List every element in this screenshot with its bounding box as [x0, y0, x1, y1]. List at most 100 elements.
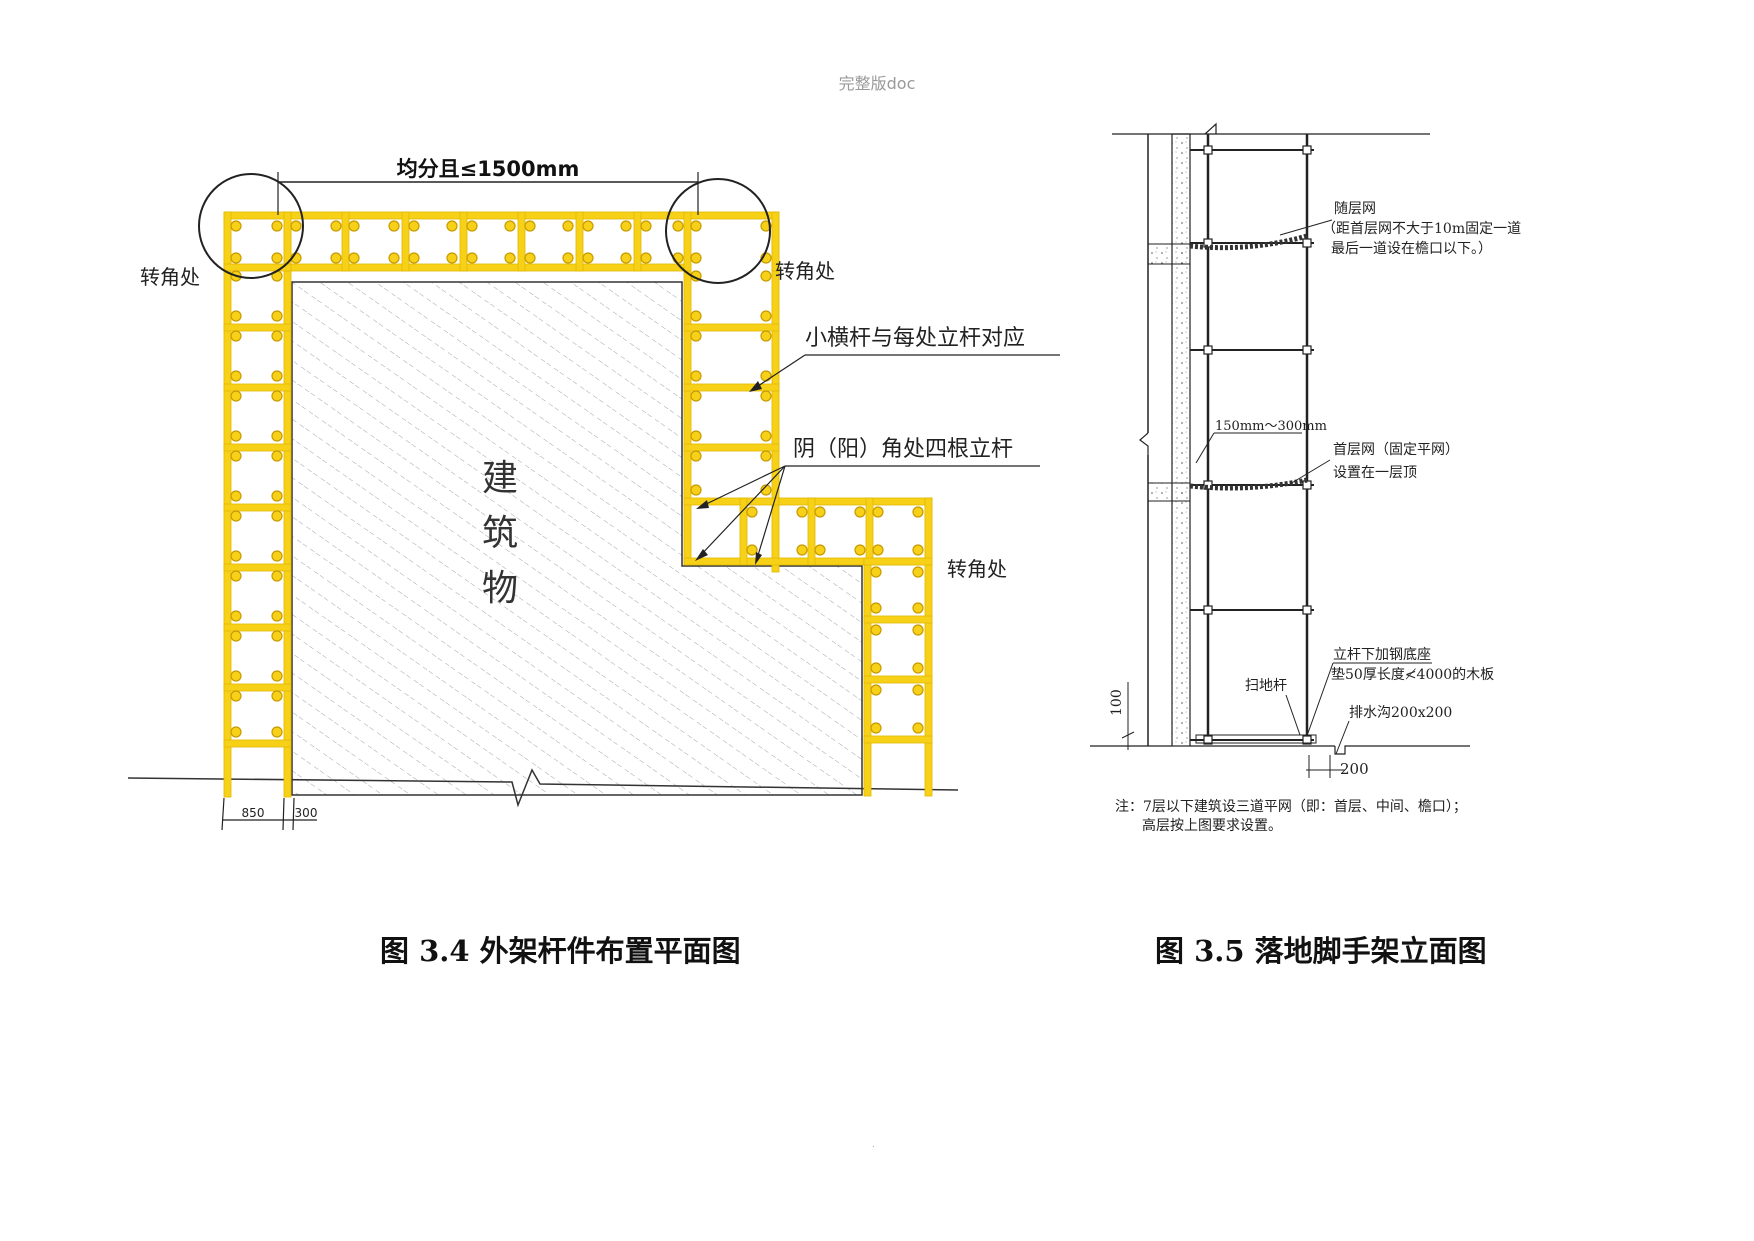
pole-coupler	[504, 252, 516, 264]
wall-concrete	[1171, 133, 1191, 747]
pole-coupler	[271, 610, 283, 622]
pole-coupler	[230, 690, 242, 702]
elevation-note-1: 注：7层以下建筑设三道平网（即：首层、中间、檐口）；	[1115, 799, 1467, 815]
net-first	[1189, 477, 1308, 491]
ground-break-line	[127, 768, 959, 808]
pole-coupler	[230, 570, 242, 582]
pole-coupler	[870, 624, 882, 636]
scaffold-ledger-right	[683, 323, 780, 332]
pole-coupler	[271, 550, 283, 562]
pole-coupler	[230, 330, 242, 342]
scaffold-ledger-left	[223, 383, 292, 392]
pole-coupler	[870, 662, 882, 674]
pole-coupler	[912, 544, 924, 556]
floor-slab-lower	[1147, 482, 1191, 502]
pole-coupler	[690, 390, 702, 402]
pole-coupler	[760, 220, 772, 232]
gap-leader-diag	[1195, 432, 1215, 464]
pole-coupler	[271, 330, 283, 342]
elevation-coupler	[1302, 735, 1312, 745]
pole-coupler	[408, 252, 420, 264]
inner-corner-leader-2	[697, 465, 786, 559]
pole-coupler	[690, 450, 702, 462]
scaffold-ledger-wing	[807, 497, 816, 566]
pole-coupler	[230, 390, 242, 402]
scaffold-ledger-right	[683, 383, 780, 392]
pole-coupler	[912, 684, 924, 696]
scaffold-ledger-far-right	[863, 557, 933, 566]
pole-coupler	[271, 430, 283, 442]
pole-coupler	[814, 544, 826, 556]
scaffold-ledger-top	[459, 211, 468, 272]
pole-coupler	[562, 252, 574, 264]
pole-coupler	[230, 726, 242, 738]
pole-coupler	[271, 630, 283, 642]
scaffold-ledger-top	[517, 211, 526, 272]
elevation-note-2: 高层按上图要求设置。	[1142, 817, 1282, 834]
elevation-coupler	[1203, 735, 1213, 745]
pole-coupler	[271, 510, 283, 522]
pole-coupler	[230, 370, 242, 382]
pole-coupler	[912, 722, 924, 734]
pole-coupler	[796, 544, 808, 556]
bottom-dim-tick-2	[282, 797, 285, 831]
footer-dot: .	[872, 1140, 875, 1150]
pole-coupler	[388, 252, 400, 264]
pole-coupler	[690, 310, 702, 322]
pole-coupler	[912, 662, 924, 674]
gap-label: 150mm～300mm	[1215, 419, 1327, 434]
elevation-coupler	[1302, 145, 1312, 155]
pole-coupler	[912, 506, 924, 518]
base-note-1: 立杆下加钢底座	[1333, 647, 1431, 663]
pole-coupler	[271, 450, 283, 462]
pole-coupler	[524, 252, 536, 264]
scaffold-ledger-left	[223, 623, 292, 632]
page-header: 完整版doc	[838, 74, 916, 93]
scaffold-ledger-right	[683, 443, 780, 452]
corner-label-bottom-right: 转角处	[947, 557, 1007, 581]
pole-coupler	[230, 670, 242, 682]
pole-coupler	[640, 252, 652, 264]
scaffold-ledger-top	[401, 211, 410, 272]
net-first-leader	[1289, 459, 1331, 485]
inner-corner-leader-1	[697, 465, 786, 509]
pole-coupler	[690, 430, 702, 442]
pole-coupler	[271, 390, 283, 402]
scaffold-ledger-left	[223, 739, 292, 748]
scaffold-ledger-top	[683, 211, 692, 272]
scaffold-ledger-left	[223, 683, 292, 692]
floor-slab-upper	[1147, 243, 1191, 265]
inner-corner-arrow-1	[696, 500, 709, 509]
scaffold-ledger-left	[223, 263, 292, 272]
pole-coupler	[746, 544, 758, 556]
pole-coupler	[271, 310, 283, 322]
pole-coupler	[690, 252, 702, 264]
scaffold-ledger-far-right	[863, 735, 933, 744]
elevation-coupler	[1203, 605, 1213, 615]
pole-coupler	[760, 330, 772, 342]
inner-corner-arrow-2	[695, 549, 708, 561]
pole-coupler	[271, 252, 283, 264]
pole-coupler	[870, 602, 882, 614]
pole-coupler	[870, 722, 882, 734]
pole-coupler	[330, 252, 342, 264]
pole-coupler	[271, 490, 283, 502]
scaffold-ledger-left	[223, 563, 292, 572]
pole-coupler	[562, 220, 574, 232]
scaffold-ledger-wing	[739, 497, 748, 566]
elevation-coupler	[1203, 145, 1213, 155]
pole-coupler	[348, 252, 360, 264]
pole-coupler	[330, 220, 342, 232]
scaffold-ledger-left	[223, 503, 292, 512]
dim-850: 850	[242, 806, 265, 820]
ledger-note: 小横杆与每处立杆对应	[805, 326, 1025, 351]
pole-coupler	[760, 310, 772, 322]
pole-coupler	[746, 506, 758, 518]
scaffold-ledger-right	[683, 497, 780, 506]
pole-coupler	[690, 370, 702, 382]
pole-coupler	[872, 506, 884, 518]
pole-coupler	[854, 506, 866, 518]
scaffold-ledger-far-right	[863, 615, 933, 624]
span-label: 均分且≤1500mm	[397, 157, 580, 181]
